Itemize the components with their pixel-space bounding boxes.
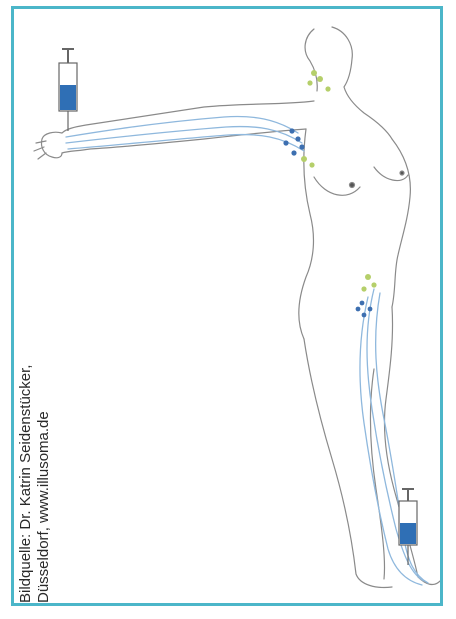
arm-outline (62, 101, 314, 153)
leg-outline (304, 307, 440, 587)
figure-frame: Bildquelle: Dr. Katrin Seidenstücker, Dü… (11, 6, 443, 606)
lymphatic-illustration (14, 9, 440, 603)
credit-line-2: Düsseldorf, www.illusoma.de (35, 365, 53, 603)
syringe-icon (59, 49, 77, 131)
head-outline (305, 27, 392, 139)
lymph-nodes (283, 128, 372, 317)
image-credit: Bildquelle: Dr. Katrin Seidenstücker, Dü… (17, 365, 53, 603)
hand-outline (34, 132, 62, 159)
credit-line-1: Bildquelle: Dr. Katrin Seidenstücker, (17, 365, 35, 603)
torso-outline (299, 129, 410, 339)
breast-outline (314, 167, 408, 195)
syringe-icon (399, 489, 417, 565)
